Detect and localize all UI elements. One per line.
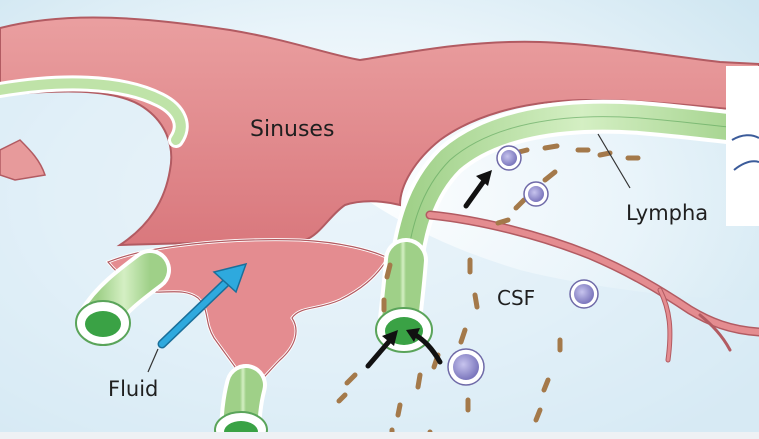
label-sinuses: Sinuses xyxy=(250,117,334,142)
label-lymphatic: Lympha xyxy=(626,201,708,225)
immune-cell-icon xyxy=(448,349,484,385)
label-csf: CSF xyxy=(497,286,535,310)
immune-cell-icon xyxy=(524,182,548,206)
bottom-fade xyxy=(0,432,759,439)
immune-cell-icon xyxy=(570,280,598,308)
immune-cell-icon xyxy=(497,146,521,170)
left-vessel-lumen xyxy=(85,311,121,337)
label-fluid: Fluid xyxy=(108,377,158,401)
overlay-panel xyxy=(726,66,759,226)
